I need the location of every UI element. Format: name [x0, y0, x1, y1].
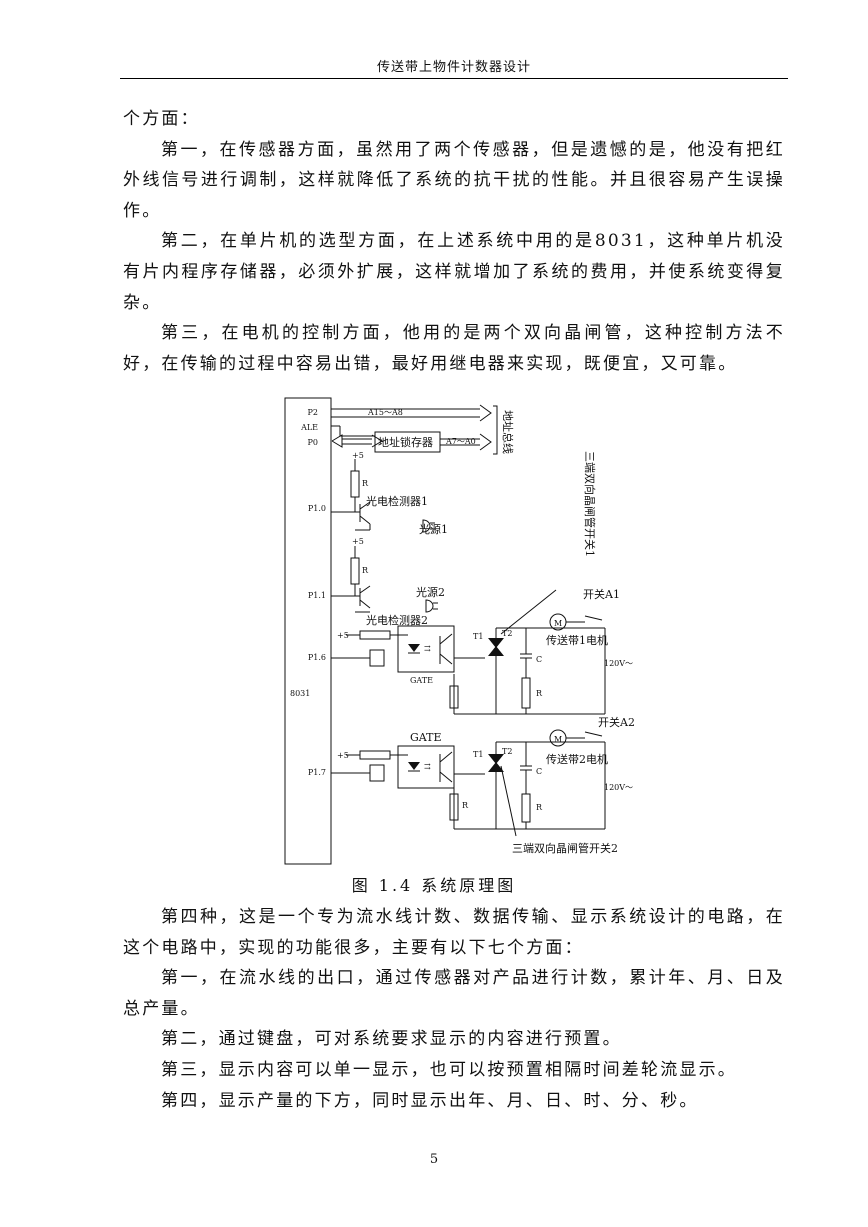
supply-label: +5: [352, 537, 364, 546]
circuit-element: [331, 434, 343, 448]
capacitor-label: C: [536, 767, 542, 776]
supply-label: +5: [352, 451, 364, 460]
pin-label: P1.0: [308, 504, 326, 513]
supply-label: +5: [337, 631, 349, 640]
mcu-block: [284, 397, 332, 865]
bus-label: 地址总线: [501, 410, 515, 454]
circuit-element: [488, 762, 504, 772]
circuit-element: [439, 771, 453, 783]
resistor-label: R: [362, 479, 369, 488]
circuit-element: [408, 762, 420, 770]
circuit-element: [500, 589, 557, 635]
device-label: T1: [473, 750, 483, 759]
circuit-element: [584, 615, 603, 621]
running-header: 传送带上物件计数器设计: [376, 60, 531, 75]
resistor-label: R: [536, 803, 543, 812]
triac-label: 三端双向晶闸管开关2: [512, 841, 618, 855]
circuit-element: [521, 677, 531, 709]
resistor-label: R: [462, 801, 469, 810]
pin-label: ALE: [300, 423, 318, 432]
pin-label: P2: [308, 408, 318, 417]
device-label: T2: [502, 747, 512, 756]
circuit-element: [479, 404, 492, 422]
paragraph: 第三，显示内容可以单一显示，也可以按预置相隔时间差轮流显示。: [161, 1059, 737, 1080]
opto-coupler-2: [397, 745, 455, 789]
resistor-label: R: [362, 566, 369, 575]
paragraph: 第一，在传感器方面，虽然用了两个传感器，但是遗憾的是，他没有把红外线信号进行调制…: [123, 139, 785, 221]
body-text-bottom: 第四种，这是一个专为流水线计数、数据传输、显示系统设计的电路，在这个电路中，实现…: [123, 902, 785, 1116]
paragraph: 第四，显示产量的下方，同时显示出年、月、日、时、分、秒。: [161, 1090, 699, 1111]
circuit-element: [369, 764, 385, 782]
opto-coupler-1: [397, 625, 455, 673]
switch-label: 开关A1: [583, 587, 620, 601]
circuit-element: [408, 644, 420, 652]
circuit-element: [359, 585, 371, 594]
paragraph: 个方面：: [123, 109, 200, 129]
latch-label: 地址锁存器: [378, 435, 433, 449]
circuit-element: [488, 754, 504, 764]
paragraph: 第二，在单片机的选型方面，在上述系统中用的是8031，这种单片机没有片内程序存储…: [123, 231, 785, 313]
circuit-element: [359, 750, 391, 760]
page-number: 5: [429, 1152, 439, 1167]
circuit-element: [500, 765, 517, 837]
paragraph: 第一，在流水线的出口，通过传感器对产品进行计数，累计年、月、日及总产量。: [123, 968, 785, 1019]
supply-label: +5: [337, 751, 349, 760]
circuit-element: [488, 638, 504, 648]
circuit-element: [449, 685, 459, 709]
motor-name-label: 传送带2电机: [546, 752, 608, 766]
circuit-element: [439, 751, 453, 763]
circuit-element: [422, 519, 431, 533]
circuit-element: [359, 599, 371, 609]
motor-label: M: [554, 735, 562, 744]
device-label: T2: [502, 629, 512, 638]
bus-label: A7～A0: [445, 437, 476, 446]
gate-label: GATE: [410, 731, 442, 744]
circuit-element: [350, 470, 360, 498]
pin-label: P1.6: [308, 653, 326, 662]
device-label: T1: [473, 632, 483, 641]
ac-label: 120V～: [604, 659, 633, 668]
circuit-element: [425, 599, 434, 613]
motor-name-label: 传送带1电机: [546, 633, 608, 647]
circuit-diagram: P2 ALE P0 P1.0 P1.1 P1.6 P1.7 8031 A15～A…: [280, 396, 640, 866]
switch-label: 开关A2: [598, 715, 635, 729]
paragraph: 第四种，这是一个专为流水线计数、数据传输、显示系统设计的电路，在这个电路中，实现…: [123, 907, 785, 958]
circuit-element: [350, 557, 360, 585]
pin-label: P1.7: [308, 768, 326, 777]
light-source-label: 光源1: [419, 522, 448, 536]
pin-label: P1.1: [308, 591, 326, 600]
resistor-label: R: [536, 689, 543, 698]
paragraph: 第二，通过键盘，可对系统要求显示的内容进行预置。: [161, 1029, 622, 1050]
circuit-element: [439, 653, 453, 665]
body-text-top: 个方面： 第一，在传感器方面，虽然用了两个传感器，但是遗憾的是，他没有把红外线信…: [123, 104, 785, 379]
triac-label: 三端双向晶闸管开关1: [583, 451, 597, 557]
circuit-element: [359, 501, 371, 510]
capacitor-label: C: [536, 655, 542, 664]
circuit-element: [584, 731, 603, 737]
circuit-element: [369, 649, 385, 667]
sensor-label: 光电检测器1: [366, 494, 428, 508]
header-rule: [120, 78, 788, 79]
circuit-element: [449, 793, 459, 821]
ac-label: 120V～: [604, 783, 633, 792]
circuit-element: [359, 515, 371, 525]
circuit-element: [493, 405, 498, 455]
circuit-element: [439, 633, 453, 645]
paragraph: 第三，在电机的控制方面，他用的是两个双向晶闸管，这种控制方法不好，在传输的过程中…: [123, 323, 785, 374]
circuit-element: [479, 433, 492, 451]
motor-label: M: [554, 619, 562, 628]
bus-label: A15～A8: [367, 408, 403, 417]
circuit-element: ⇉: [424, 762, 431, 771]
circuit-element: [359, 630, 391, 640]
mcu-label: 8031: [290, 689, 310, 698]
circuit-element: ⇉: [424, 644, 431, 653]
gate-label: GATE: [410, 676, 433, 685]
pin-label: P0: [308, 438, 318, 447]
sensor-label: 光电检测器2: [366, 613, 428, 627]
circuit-element: [488, 646, 504, 656]
address-latch-block: [374, 431, 441, 453]
figure-caption: 图 1.4 系统原理图: [351, 876, 517, 895]
circuit-element: [521, 793, 531, 823]
light-source-label: 光源2: [416, 585, 445, 599]
